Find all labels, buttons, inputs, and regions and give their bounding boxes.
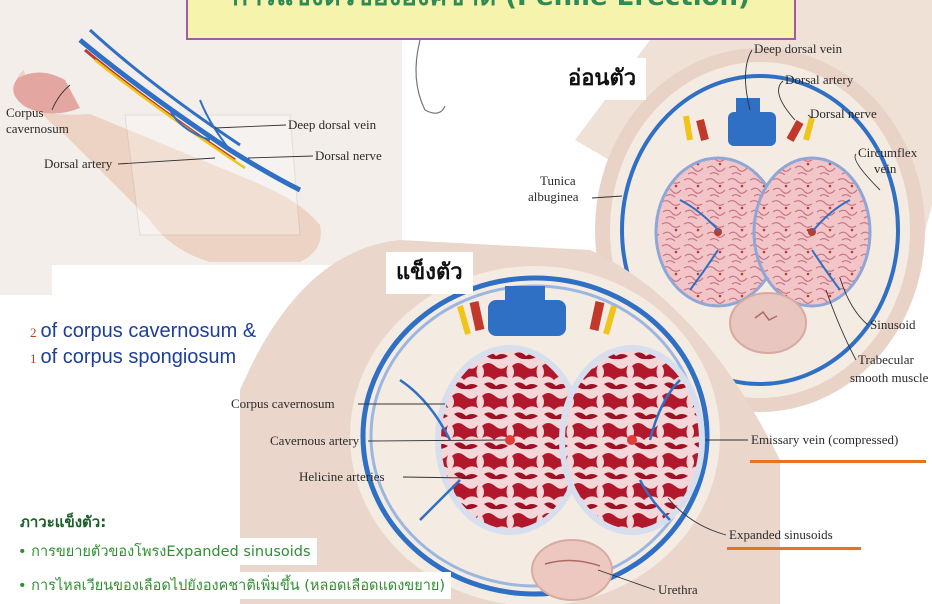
note-item-1: • การขยายตัวของโพรงExpanded sinusoids	[12, 538, 317, 565]
left-label-deep-dorsal-vein: Deep dorsal vein	[288, 117, 377, 132]
erect-label-expanded-sinusoids: Expanded sinusoids	[729, 527, 833, 542]
left-label-dorsal-nerve: Dorsal nerve	[315, 148, 382, 163]
erect-label-corpus-cavernosum: Corpus cavernosum	[231, 396, 335, 411]
flaccid-label-trabecular-1: Trabecular	[858, 352, 915, 367]
erect-label-cavernous-artery: Cavernous artery	[270, 433, 360, 448]
left-label-dorsal-artery: Dorsal artery	[44, 156, 113, 171]
erect-label-helicine-arteries: Helicine arteries	[299, 469, 385, 484]
erect-label-emissary-vein: Emissary vein (compressed)	[751, 432, 898, 447]
flaccid-tag: อ่อนตัว	[558, 58, 646, 100]
flaccid-label-dorsal-nerve: Dorsal nerve	[810, 106, 877, 121]
note-item-2: • การไหลเวียนของเลือดไปยังองคชาติเพิ่มขึ…	[12, 572, 451, 599]
flaccid-label-sinusoid: Sinusoid	[870, 317, 916, 332]
left-label-corpus-cavernosum-2: cavernosum	[6, 121, 69, 136]
flaccid-label-tunica-1: Tunica	[540, 173, 576, 188]
flaccid-label-tunica-2: albuginea	[528, 189, 579, 204]
emissary-vein-underline	[750, 460, 926, 463]
count-spongiosum-number: 1	[30, 351, 37, 366]
page-title: การแข็งตัวขององคชาติ (Penile Erection)	[188, 0, 794, 17]
flaccid-label-deep-dorsal-vein: Deep dorsal vein	[754, 41, 843, 56]
title-banner: การแข็งตัวขององคชาติ (Penile Erection)	[186, 0, 796, 40]
erect-label-urethra: Urethra	[658, 582, 698, 597]
count-cavernosum-text: of corpus cavernosum &	[41, 320, 257, 342]
flaccid-label-trabecular-2: smooth muscle	[850, 370, 929, 385]
count-spongiosum: 1 of corpus spongiosum	[30, 346, 236, 369]
flaccid-label-circumflex-vein-1: Circumflex	[858, 145, 918, 160]
count-cavernosum: 2 of corpus cavernosum &	[30, 320, 256, 343]
expanded-sinusoids-underline	[727, 547, 861, 550]
flaccid-label-dorsal-artery: Dorsal artery	[785, 72, 854, 87]
count-spongiosum-text: of corpus spongiosum	[41, 346, 237, 368]
notes-heading: ภาวะแข็งตัว:	[20, 510, 106, 534]
flaccid-label-circumflex-vein-2: vein	[874, 161, 897, 176]
erect-tag: แข็งตัว	[386, 252, 473, 294]
left-label-corpus-cavernosum-1: Corpus	[6, 105, 44, 120]
count-cavernosum-number: 2	[30, 325, 37, 340]
